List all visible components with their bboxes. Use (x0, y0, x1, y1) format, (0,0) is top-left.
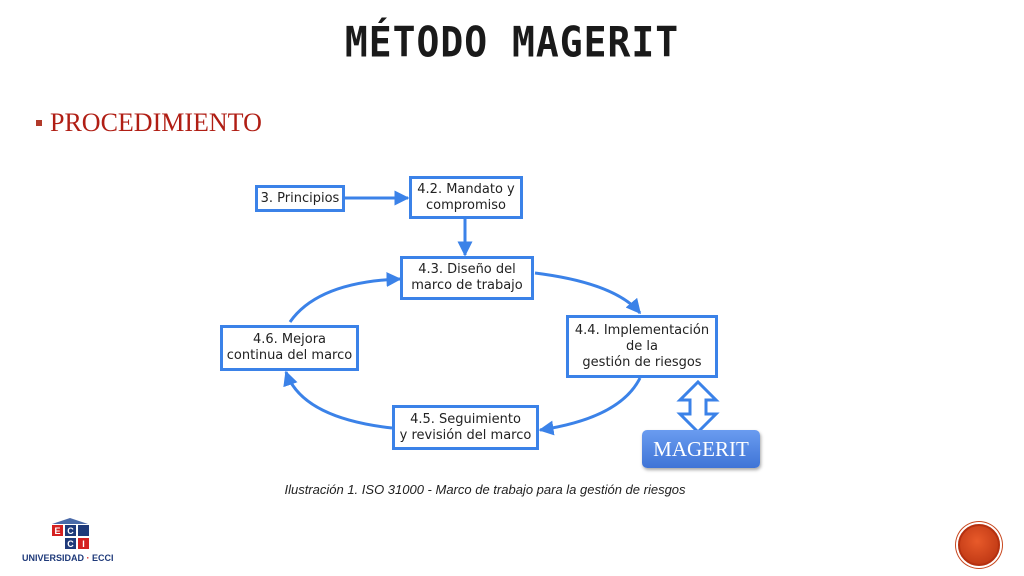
box-mandato: 4.2. Mandato y compromiso (409, 176, 523, 219)
arrow-mejora-diseno (288, 272, 402, 323)
box-implementacion: 4.4. Implementación de la gestión de rie… (566, 315, 718, 378)
logo-letter: I (82, 539, 85, 549)
logo-letter: C (67, 539, 74, 549)
arrow-diseno-implementacion (534, 271, 642, 315)
box-principios: 3. Principios (255, 185, 345, 212)
magerit-box: MAGERIT (642, 430, 760, 468)
university-name-right: ECCI (92, 553, 114, 563)
logo-letter: E (54, 526, 60, 536)
box-seguimiento: 4.5. Seguimiento y revisión del marco (392, 405, 539, 450)
bullet-text: PROCEDIMIENTO (50, 108, 262, 137)
university-name-left: UNIVERSIDAD (22, 553, 85, 563)
logo-letter: C (67, 526, 74, 536)
university-name: UNIVERSIDAD · ECCI (22, 553, 114, 563)
slide-title: MÉTODO MAGERIT (344, 17, 680, 67)
box-diseno: 4.3. Diseño del marco de trabajo (400, 256, 534, 300)
slide-badge-icon (958, 524, 1000, 566)
bullet-square-icon (36, 120, 42, 126)
bullet-item: PROCEDIMIENTO (36, 108, 262, 138)
university-logo: E C C I (52, 518, 89, 549)
double-arrow-icon (676, 379, 720, 435)
arrow-seguimiento-mejora (283, 370, 393, 430)
arrow-implementacion-seguimiento (538, 377, 642, 436)
box-mejora: 4.6. Mejora continua del marco (220, 325, 359, 371)
diagram-caption: Ilustración 1. ISO 31000 - Marco de trab… (284, 482, 686, 497)
